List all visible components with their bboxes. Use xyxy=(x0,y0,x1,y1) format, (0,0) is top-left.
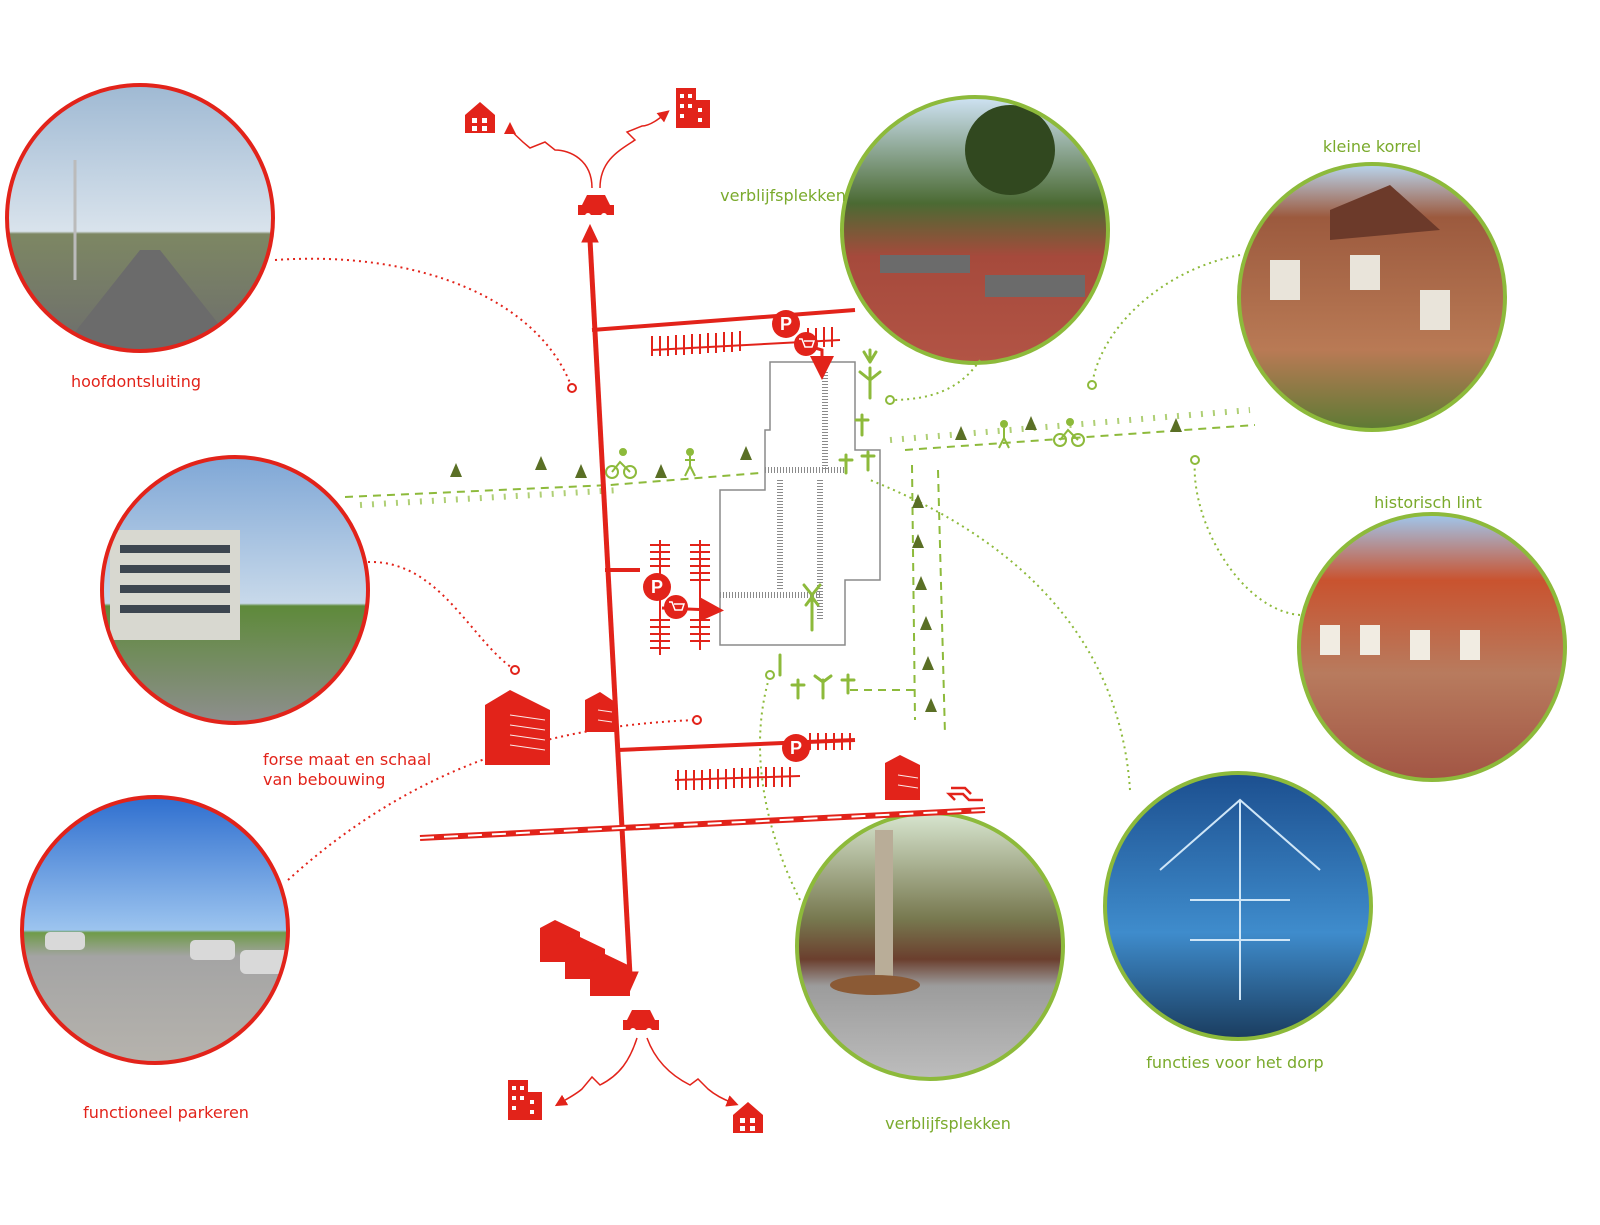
label-kleine-korrel: kleine korrel xyxy=(1322,137,1422,156)
train-station-icon xyxy=(945,786,983,802)
svg-text:P: P xyxy=(651,577,663,597)
parking-lot-photo xyxy=(20,795,290,1065)
pedestrian-icon xyxy=(684,448,696,477)
road-photo xyxy=(5,83,275,353)
svg-text:P: P xyxy=(780,314,792,334)
label-verblijfsplekken-top: verblijfsplekken xyxy=(720,186,846,205)
pedestrian-icon xyxy=(998,420,1010,449)
parking-icon: P xyxy=(782,734,810,762)
shopping-centre-footprint xyxy=(719,361,881,646)
apartment-building-photo xyxy=(100,455,370,725)
label-functies-voor-het-dorp: functies voor het dorp xyxy=(1146,1053,1324,1072)
apartment-icon xyxy=(485,690,920,996)
parking-bays xyxy=(650,327,851,790)
label-verblijfsplekken-bottom: verblijfsplekken xyxy=(885,1114,1011,1133)
plaza-with-tree-photo xyxy=(795,811,1065,1081)
car-icon xyxy=(623,1010,659,1034)
label-historisch-lint: historisch lint xyxy=(1374,493,1482,512)
house-icon xyxy=(465,102,495,133)
brick-houses-photo xyxy=(1237,162,1507,432)
parking-icon: P xyxy=(772,310,800,338)
label-hoofdontsluiting: hoofdontsluiting xyxy=(70,372,202,391)
square-with-trees-photo xyxy=(840,95,1110,365)
parking-icon: P xyxy=(643,573,671,601)
railway xyxy=(419,807,986,841)
shopping-cart-icon xyxy=(794,332,818,356)
tree-icon-row xyxy=(450,416,1182,712)
apartment-icon xyxy=(508,1080,542,1120)
cyclist-icon xyxy=(1053,418,1085,447)
svg-text:P: P xyxy=(790,738,802,758)
people-activity-icons xyxy=(778,348,882,700)
glass-atrium-photo xyxy=(1103,771,1373,1041)
historic-street-photo xyxy=(1297,512,1567,782)
label-forse-maat-line1: forse maat en schaal xyxy=(263,750,432,769)
apartment-icon xyxy=(676,88,710,128)
label-forse-maat-line2: van bebouwing xyxy=(263,770,386,789)
cyclist-icon xyxy=(605,448,637,479)
car-icon xyxy=(578,195,614,219)
label-functioneel-parkeren: functioneel parkeren xyxy=(83,1103,249,1122)
shopping-cart-icon xyxy=(664,595,688,619)
house-icon xyxy=(733,1102,763,1133)
